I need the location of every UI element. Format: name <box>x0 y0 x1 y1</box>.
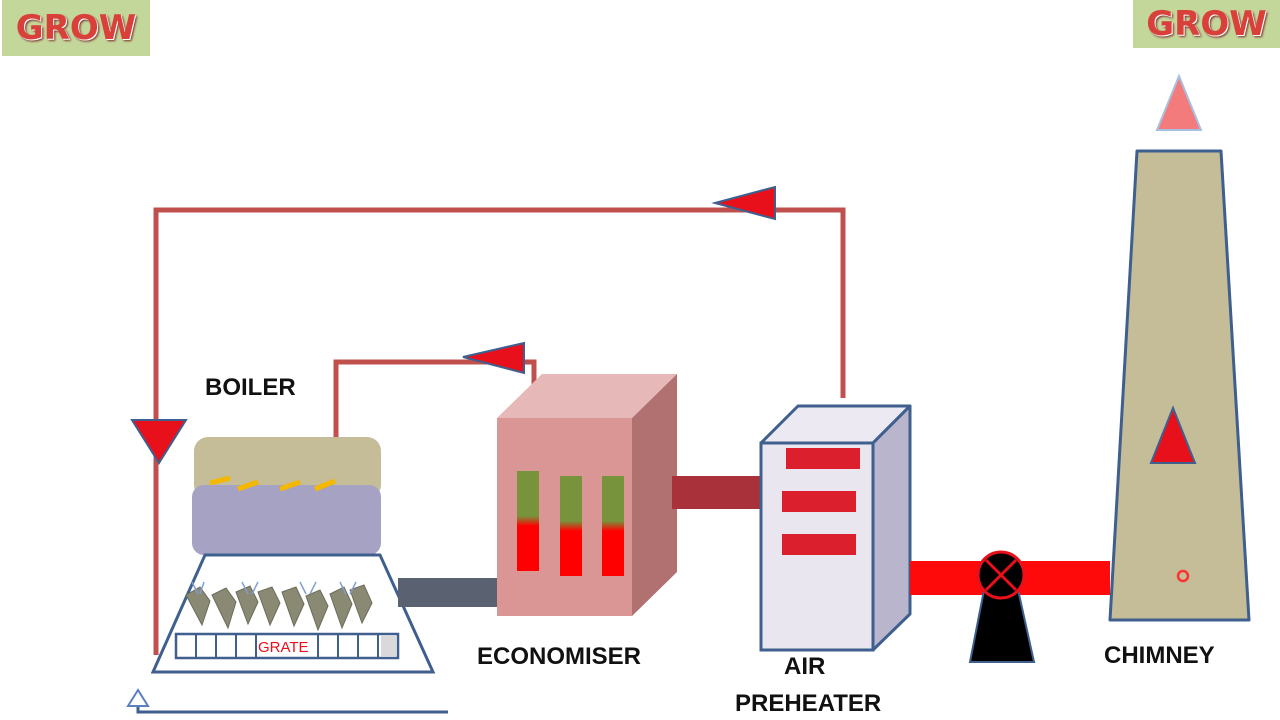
grow-logo-left: GROW <box>2 0 150 56</box>
fan-cross <box>984 558 1018 592</box>
fuel-sparks <box>191 581 357 595</box>
grate <box>174 632 400 660</box>
economiser-tube-2 <box>560 476 582 576</box>
chimney-flow-arrow <box>1149 405 1197 464</box>
flow-arrow-top <box>711 185 776 221</box>
economiser-top <box>497 374 677 418</box>
air-preheater-plate-1 <box>786 448 860 469</box>
air-intake-arrow <box>126 688 150 707</box>
economiser-side <box>632 374 677 616</box>
economiser-label: ECONOMISER <box>477 643 642 670</box>
air-preheater-plate-2 <box>782 491 856 512</box>
economiser-tube-3 <box>602 476 624 576</box>
grate-label: GRATE <box>258 639 309 656</box>
chimney-stack <box>1108 149 1251 622</box>
chimney-smoke-arrow <box>1155 73 1203 131</box>
grow-logo-right: GROW <box>1133 0 1280 48</box>
boiler-flames <box>209 475 336 492</box>
economiser-tube-1 <box>517 471 539 571</box>
air-preheater-side <box>871 404 912 652</box>
air-preheater-label-line1: AIR <box>784 653 826 680</box>
flue-duct-boiler <box>398 578 502 607</box>
boiler-label: BOILER <box>205 374 296 401</box>
flow-arrow-economiser <box>462 341 525 375</box>
air-preheater-plate-3 <box>782 534 856 555</box>
flue-duct-economiser <box>672 476 764 509</box>
air-intake-line <box>136 705 448 714</box>
chimney-smoke-particle <box>1176 569 1190 583</box>
air-preheater-label-line2: PREHEATER <box>735 690 882 717</box>
chimney-label: CHIMNEY <box>1104 642 1215 669</box>
fuel-bed <box>185 584 373 632</box>
boiler-drum-bottom <box>192 485 381 555</box>
flow-arrow-down <box>130 419 188 465</box>
